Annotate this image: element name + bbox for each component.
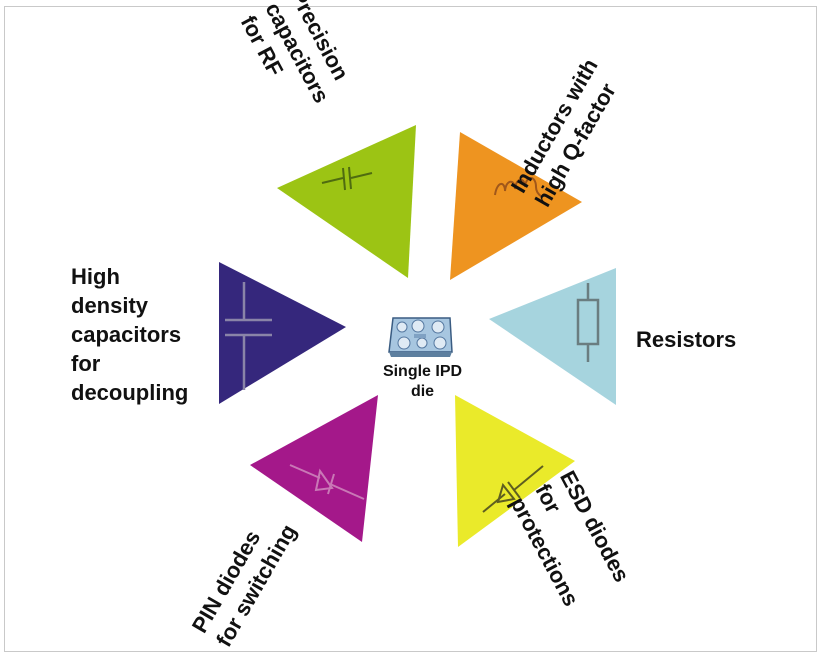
high-density-line-3: capacitors — [71, 322, 182, 347]
esd-arrow — [455, 395, 575, 547]
ipd-die-chip-icon — [388, 317, 453, 357]
resistors-line-1: Resistors — [636, 327, 737, 352]
high-density-line-1: High — [71, 264, 120, 289]
inductors-arrow — [450, 132, 582, 280]
resistors-label: Resistors — [636, 326, 736, 354]
center-line-1: Single IPD — [382, 363, 463, 380]
high-density-arrow — [219, 262, 346, 404]
inductor-coil-icon — [494, 177, 543, 198]
capacitor-symbol-icon — [321, 166, 373, 191]
resistor-symbol-icon — [576, 283, 600, 362]
capacitor-symbol-icon — [225, 282, 272, 390]
high-density-line-2: density — [71, 293, 149, 318]
single-ipd-die-label: Single IPD die — [360, 362, 485, 402]
diode-symbol-icon — [482, 465, 544, 513]
center-line-2: die — [410, 383, 435, 400]
high-density-line-4: for — [71, 351, 101, 376]
high-density-capacitors-label: High density capacitors for decoupling — [71, 262, 188, 407]
resistors-arrow — [489, 268, 616, 405]
pin-arrow — [250, 395, 378, 542]
precision-arrow — [277, 125, 416, 278]
high-density-line-5: decoupling — [71, 380, 189, 405]
diode-symbol-icon — [289, 464, 365, 500]
